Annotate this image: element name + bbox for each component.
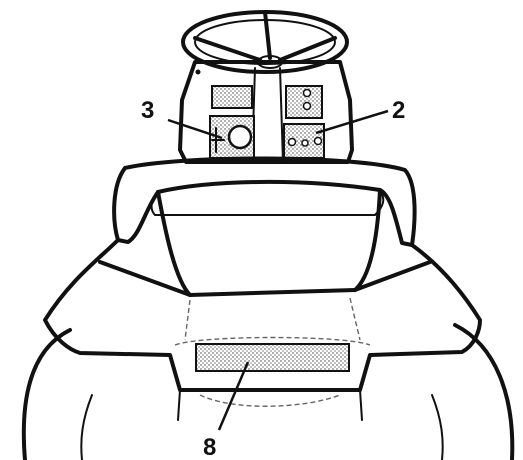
dashboard-console <box>178 60 354 164</box>
decal-panel-3 <box>209 85 255 159</box>
left-rear-wheel <box>21 328 93 460</box>
indicator-light-icon <box>302 88 312 98</box>
console-rivet-icon <box>195 69 201 75</box>
seat <box>112 156 417 297</box>
leader-line-2 <box>315 109 389 135</box>
decal-panel-2 <box>283 85 325 159</box>
decal-panel-8 <box>195 343 350 372</box>
callout-3-label: 3 <box>141 97 154 124</box>
right-rear-wheel <box>431 323 515 460</box>
control-knob-icon <box>301 139 309 147</box>
leader-line-3 <box>167 118 223 140</box>
leader-line-8 <box>217 361 250 431</box>
ignition-switch-icon <box>227 124 253 150</box>
control-knob-icon <box>287 137 297 147</box>
callout-8-label: 8 <box>203 434 216 460</box>
control-knob-icon <box>313 136 323 146</box>
indicator-light-icon <box>302 101 312 111</box>
gauge-mark-icon <box>211 127 225 153</box>
callout-2-label: 2 <box>392 97 405 124</box>
rear-fender <box>43 238 482 421</box>
